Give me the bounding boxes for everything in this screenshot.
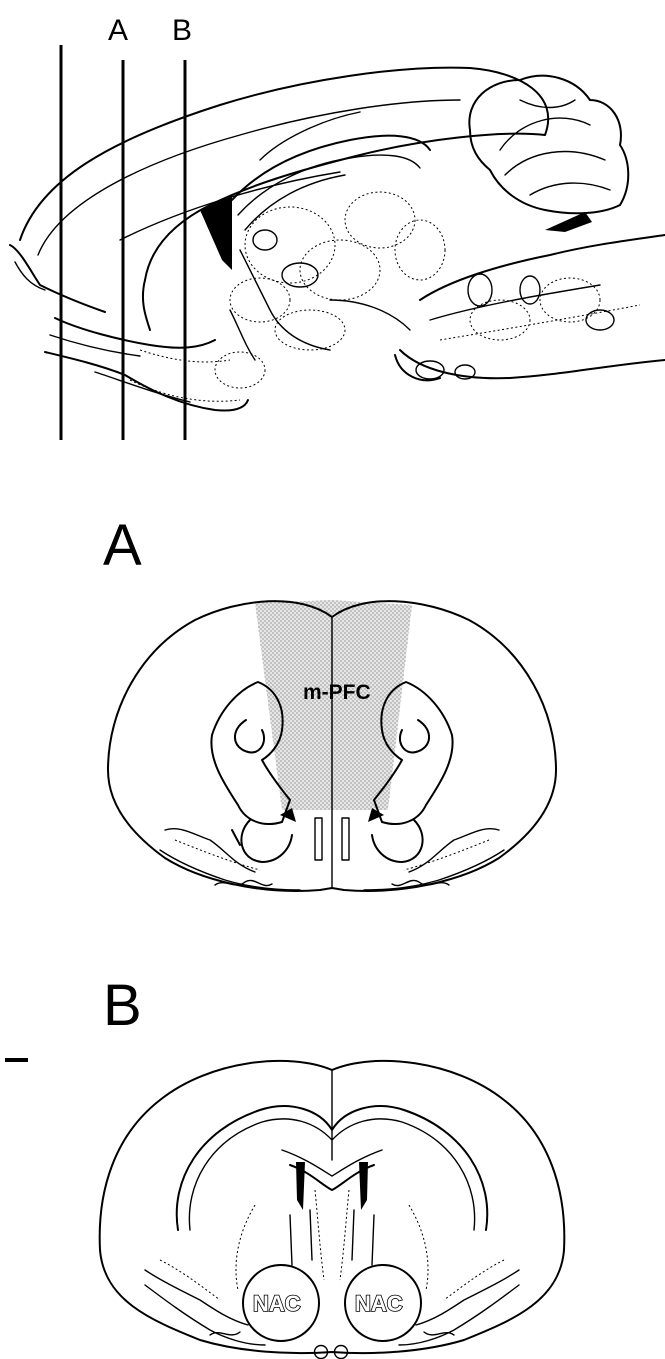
panel-letter-a: A bbox=[103, 513, 142, 578]
mpfc-label: m-PFC bbox=[303, 681, 371, 704]
cut-label-a: A bbox=[108, 14, 128, 47]
panel-letter-b: B bbox=[103, 973, 142, 1038]
coronal-section-a: A m-PFC bbox=[103, 513, 556, 891]
sagittal-cortex-outline bbox=[20, 68, 548, 330]
nac-left-label: NAC bbox=[253, 1291, 301, 1316]
sagittal-section: A B bbox=[10, 14, 665, 440]
nac-right-label: NAC bbox=[355, 1291, 403, 1316]
cut-label-b: B bbox=[172, 14, 192, 47]
coronal-section-b: B NAC bbox=[5, 973, 564, 1359]
mpfc-region bbox=[255, 600, 412, 810]
cerebellum-outline bbox=[469, 76, 628, 214]
